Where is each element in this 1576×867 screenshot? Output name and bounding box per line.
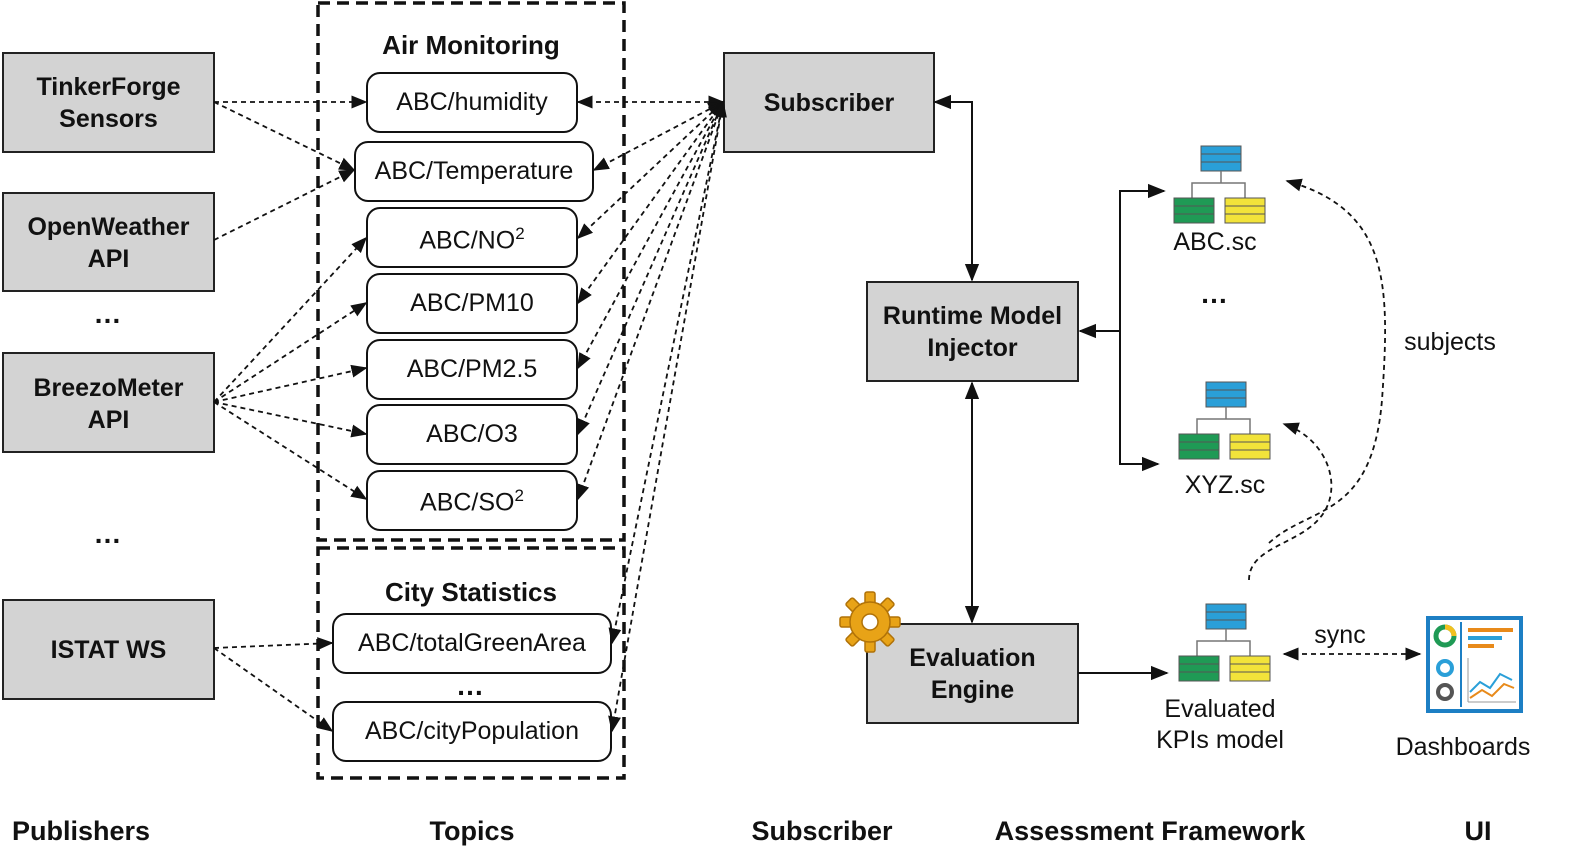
sub-o3-arrow	[577, 100, 724, 436]
topic-greenarea-label: ABC/totalGreenArea	[358, 629, 586, 657]
dashboards-label: Dashboards	[1395, 733, 1531, 755]
subscriber-label: Subscriber	[763, 89, 895, 117]
sub-no2-arrow	[576, 100, 725, 240]
evaluated-model-line1: Evaluated	[1164, 695, 1276, 723]
topic-no2-text: ABC/NO	[419, 226, 516, 255]
publisher-tinkerforge-line2: Sensors	[59, 105, 158, 133]
evaluated-model-line2: KPIs model	[1156, 726, 1284, 754]
footer-ui: UI	[1464, 816, 1492, 846]
model-tree-icon	[1173, 145, 1266, 224]
model-tree-icon	[1178, 381, 1271, 460]
footer-assessment-framework: Assessment Framework	[994, 816, 1306, 846]
publisher-breezometer-line1: BreezoMeter	[33, 374, 184, 402]
ow-temperature-arrow	[213, 169, 356, 241]
subjects-label: subjects	[1404, 328, 1496, 356]
publisher-tinkerforge-line1: TinkerForge	[36, 73, 181, 101]
bm-no2-arrow	[213, 236, 368, 403]
dashboard-icon	[1426, 616, 1523, 713]
sub-greenarea-arrow	[608, 100, 727, 645]
subscriber-injector-arrow	[933, 94, 980, 282]
topic-temperature-label: ABC/Temperature	[374, 157, 574, 185]
sync-label: sync	[1314, 621, 1366, 649]
bm-pm25-arrow	[213, 364, 368, 403]
model-xyz-label: XYZ.sc	[1184, 471, 1266, 499]
publisher-openweather-line1: OpenWeather	[27, 213, 190, 241]
air-monitoring-title: Air Monitoring	[382, 30, 560, 60]
publisher-openweather-box	[2, 192, 215, 292]
topic-so2-label: ABC/SO2	[367, 486, 577, 517]
runtime-injector-line2: Injector	[927, 334, 1018, 362]
bm-so2-arrow	[213, 401, 368, 500]
gear-icon	[839, 591, 901, 653]
evaluation-engine-box	[866, 623, 1079, 724]
city-statistics-title: City Statistics	[385, 577, 557, 607]
topic-so2-superscript: 2	[514, 486, 524, 505]
topic-no2-label: ABC/NO2	[367, 224, 577, 255]
subjects-xyz-curve	[1248, 422, 1333, 581]
istat-greenarea-arrow	[213, 637, 334, 651]
to-xyz-arrow	[1119, 331, 1160, 472]
sub-pm25-arrow	[577, 100, 724, 370]
publisher-ellipsis: …	[93, 298, 124, 329]
tf-temperature-arrow	[213, 101, 356, 171]
subscribe-arrows	[576, 95, 727, 733]
runtime-injector-label: Runtime Model Injector	[867, 300, 1078, 364]
model-abc-label: ABC.sc	[1173, 228, 1257, 256]
topic-no2-superscript: 2	[515, 224, 525, 243]
publisher-breezometer-box	[2, 352, 215, 453]
evaluation-engine-line1: Evaluation	[909, 644, 1036, 672]
runtime-injector-line1: Runtime Model	[882, 302, 1063, 330]
publisher-istat-box	[2, 599, 215, 700]
topic-humidity-label: ABC/humidity	[396, 88, 548, 116]
publisher-openweather-line2: API	[87, 245, 130, 273]
bm-o3-arrow	[213, 401, 368, 438]
publisher-openweather-label: OpenWeather API	[3, 211, 214, 275]
models-ellipsis: …	[1200, 278, 1230, 309]
topic-pm10-label: ABC/PM10	[410, 289, 534, 317]
evaluation-engine-line2: Engine	[930, 676, 1015, 704]
publisher-ellipsis: …	[93, 518, 124, 549]
topics-ellipsis: …	[456, 670, 486, 701]
publisher-breezometer-line2: API	[87, 406, 130, 434]
footer-publishers: Publishers	[12, 816, 151, 846]
evaluated-model-label: Evaluated KPIs model	[1140, 694, 1300, 756]
topic-so2-text: ABC/SO	[420, 488, 515, 517]
topic-pm25-label: ABC/PM2.5	[406, 355, 538, 383]
sub-pm10-arrow	[577, 100, 724, 305]
publisher-istat-label: ISTAT WS	[50, 636, 167, 664]
topic-population-label: ABC/cityPopulation	[364, 717, 579, 745]
footer-subscriber: Subscriber	[751, 816, 893, 846]
topic-o3-label: ABC/O3	[426, 420, 518, 448]
footer-topics: Topics	[429, 816, 515, 846]
to-abc-arrow	[1119, 183, 1166, 331]
sub-so2-arrow	[576, 100, 725, 501]
publisher-breezometer-label: BreezoMeter API	[3, 372, 214, 436]
sub-population-arrow	[608, 100, 727, 733]
bm-pm10-arrow	[213, 302, 368, 403]
evaluation-engine-label: Evaluation Engine	[867, 642, 1078, 706]
framework-arrows	[933, 94, 1169, 681]
publisher-tinkerforge-box	[2, 52, 215, 153]
publish-arrows	[213, 95, 368, 732]
publisher-tinkerforge-label: TinkerForge Sensors	[3, 71, 214, 135]
istat-population-arrow	[213, 647, 334, 732]
model-tree-icon	[1178, 603, 1271, 682]
runtime-injector-box	[866, 281, 1079, 382]
